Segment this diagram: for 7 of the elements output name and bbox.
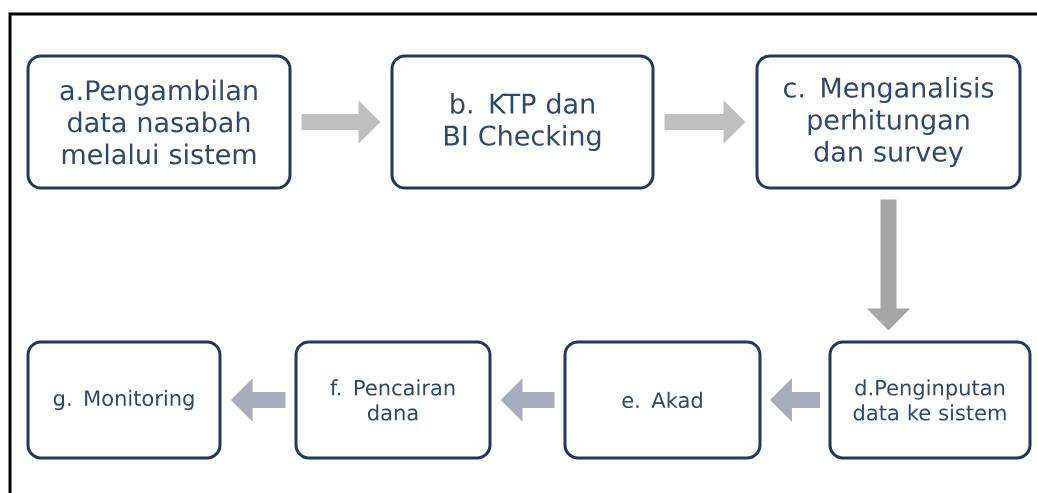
process-box: e. Akad [563,340,762,460]
process-box: b. KTP dan BI Checking [390,54,655,190]
process-box: f. Pencairan dana [294,340,492,460]
process-box: a.Pengambilan data nasabah melalui sistem [26,54,292,190]
process-box: d.Penginputan data ke sistem [828,340,1032,460]
process-box: c. Menganalisis perhitungan dan survey [755,54,1022,190]
process-box: g. Monitoring [26,340,222,460]
